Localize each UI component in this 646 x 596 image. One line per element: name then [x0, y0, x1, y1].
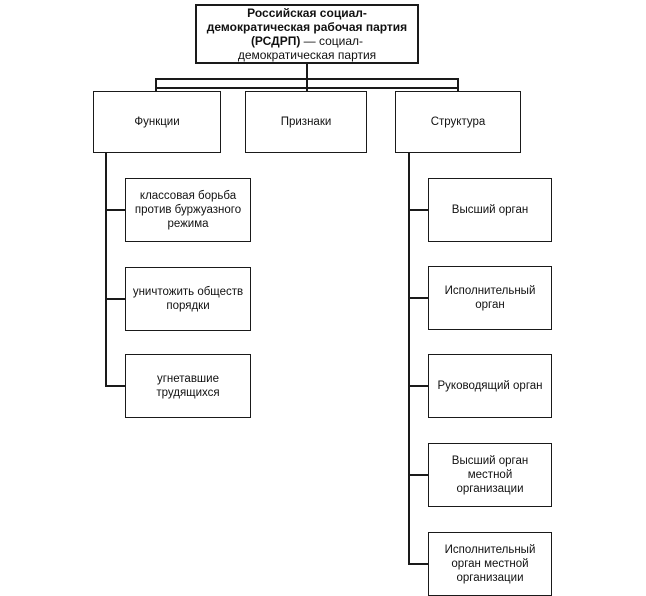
connector-to-functions	[155, 78, 157, 91]
connector-to-features	[306, 78, 308, 91]
root-title-rest: — социал-демократическая партия	[237, 34, 377, 62]
function-node-1: классовая борьба против буржуазного режи…	[125, 178, 251, 242]
root-title: Российская социал-демократическая рабоча…	[203, 6, 411, 62]
connector-structure-3	[408, 385, 428, 387]
root-node: Российская социал-демократическая рабоча…	[195, 4, 419, 64]
function-node-2-label: уничтожить обществ порядки	[132, 286, 244, 312]
connector-structure-1	[408, 209, 428, 211]
function-node-1-label: классовая борьба против буржуазного режи…	[134, 190, 242, 230]
category-features: Признаки	[245, 91, 367, 153]
connector-structure-4	[408, 474, 428, 476]
category-functions-label: Функции	[134, 116, 180, 128]
connector-function-1	[105, 209, 125, 211]
structure-node-3-label: Руководящий орган	[437, 380, 543, 392]
structure-node-5-label: Исполнительный орган местной организации	[444, 544, 536, 584]
connector-structure-spine	[408, 153, 410, 564]
connector-functions-spine	[105, 153, 107, 386]
connector-structure-5	[408, 563, 428, 565]
structure-node-5: Исполнительный орган местной организации	[428, 532, 552, 596]
function-node-3-label: угнетавшие трудящихся	[156, 373, 220, 399]
structure-node-4-label: Высший орган местной организации	[451, 455, 529, 495]
category-functions: Функции	[93, 91, 221, 153]
connector-function-3	[105, 385, 125, 387]
structure-node-3: Руководящий орган	[428, 354, 552, 418]
root-title-bold: Российская социал-демократическая рабоча…	[206, 6, 408, 48]
connector-structure-2	[408, 297, 428, 299]
structure-node-2-label: Исполнительный орган	[444, 285, 536, 311]
function-node-2: уничтожить обществ порядки	[125, 267, 251, 331]
connector-root-down	[306, 64, 308, 78]
structure-node-4: Высший орган местной организации	[428, 443, 552, 507]
structure-node-1: Высший орган	[428, 178, 552, 242]
structure-node-2: Исполнительный орган	[428, 266, 552, 330]
connector-mid-bus	[155, 87, 459, 89]
function-node-3: угнетавшие трудящихся	[125, 354, 251, 418]
category-structure: Структура	[395, 91, 521, 153]
connector-to-structure	[457, 78, 459, 91]
category-structure-label: Структура	[430, 116, 486, 128]
category-features-label: Признаки	[280, 116, 332, 128]
connector-function-2	[105, 298, 125, 300]
structure-node-1-label: Высший орган	[451, 204, 529, 216]
